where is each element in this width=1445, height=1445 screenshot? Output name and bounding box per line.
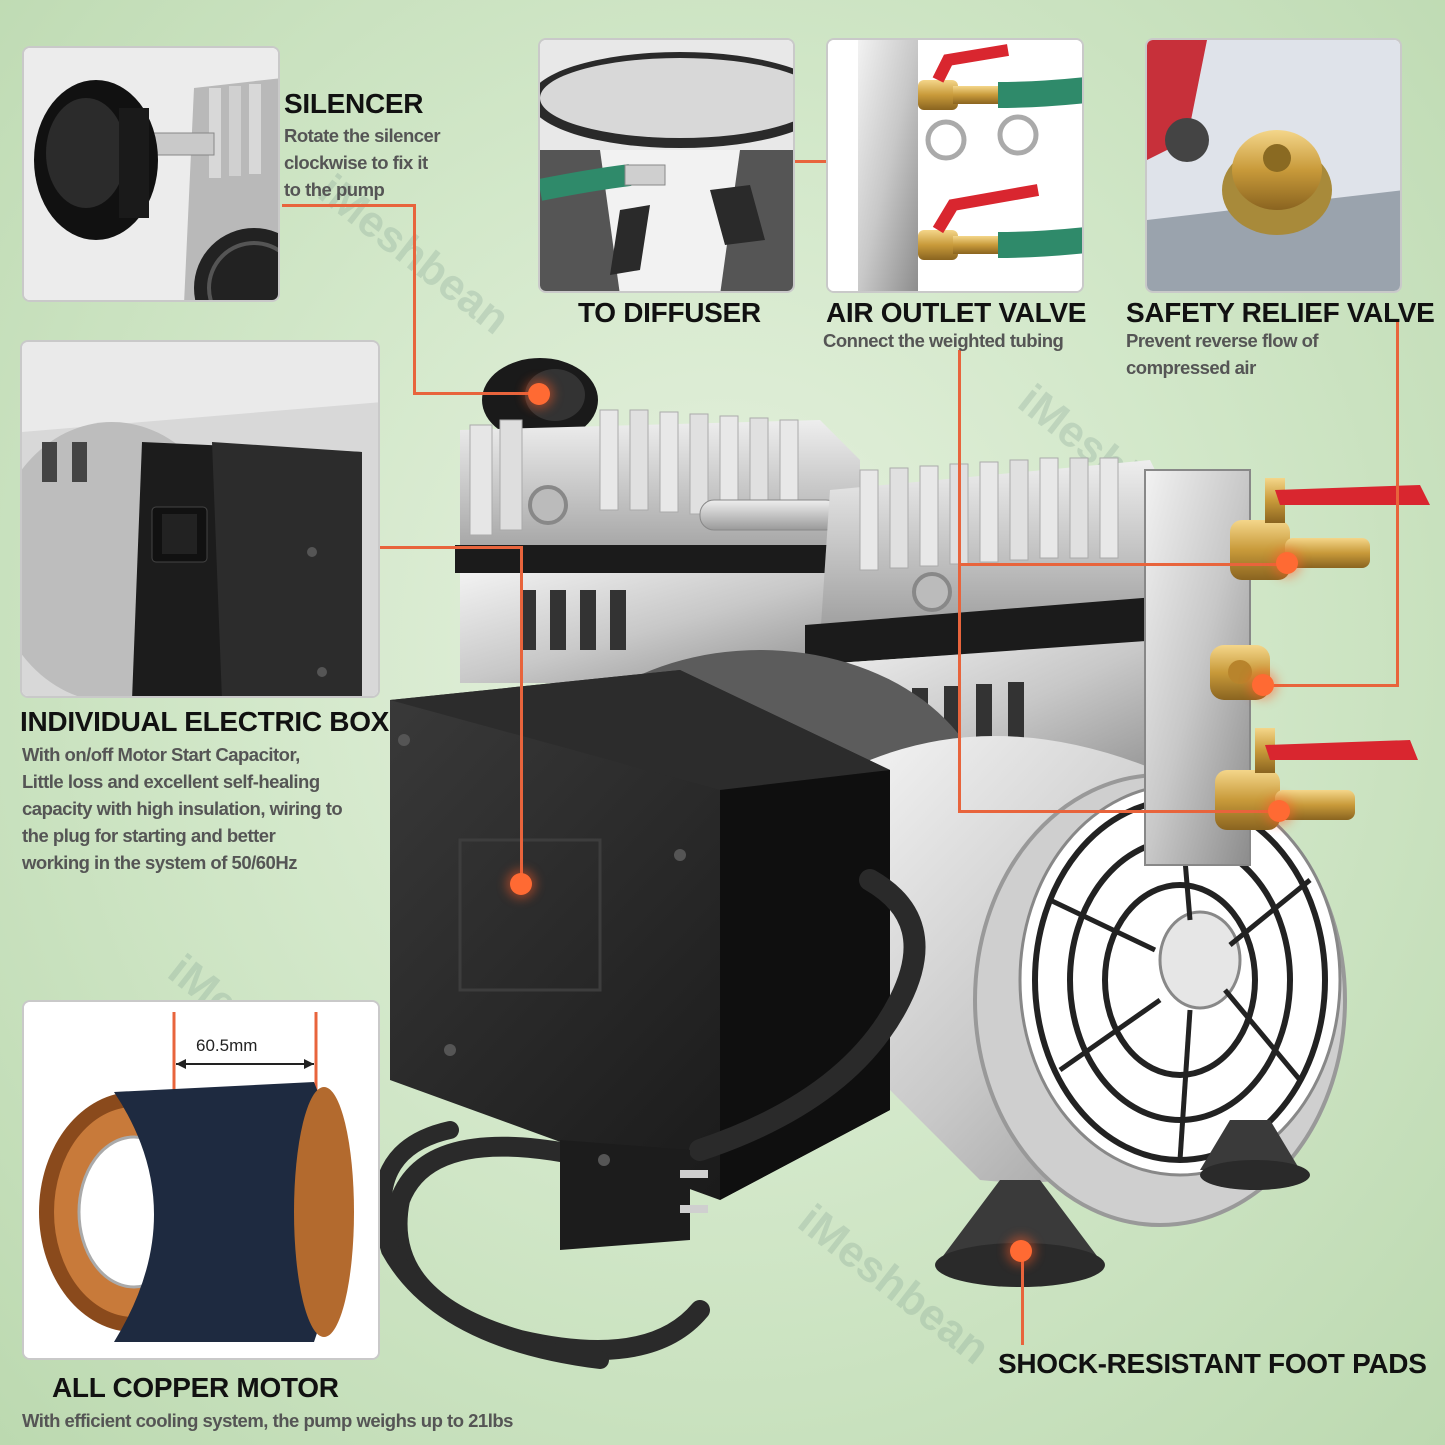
- relief-callout-line: [1262, 684, 1399, 687]
- silencer-callout-line: [282, 204, 414, 207]
- electric-box-desc-line: With on/off Motor Start Capacitor,: [22, 744, 300, 765]
- outlet-desc: Connect the weighted tubing: [823, 330, 1064, 351]
- diffuser-photo: [538, 38, 795, 293]
- outlet-marker: [1276, 552, 1298, 574]
- power-plug: [560, 1140, 708, 1250]
- silencer-callout-line: [413, 204, 416, 394]
- electric-box-desc-line: capacity with high insulation, wiring to: [22, 798, 343, 819]
- motor-desc: With efficient cooling system, the pump …: [22, 1410, 513, 1431]
- electric-box-callout-line: [520, 546, 523, 884]
- diffuser-title: TO DIFFUSER: [578, 297, 761, 328]
- relief-desc-line: compressed air: [1126, 357, 1256, 378]
- silencer-title: SILENCER: [284, 88, 424, 119]
- relief-callout-line: [1396, 320, 1399, 686]
- relief-marker: [1252, 674, 1274, 696]
- relief-desc: Prevent reverse flow of compressed air: [1126, 327, 1319, 381]
- outlet-marker: [1268, 800, 1290, 822]
- electric-box-desc: With on/off Motor Start Capacitor, Littl…: [22, 741, 343, 876]
- outlet-callout-line: [958, 563, 1288, 566]
- outlet-callout-line: [958, 810, 1280, 813]
- electric-box-desc-line: working in the system of 50/60Hz: [22, 852, 297, 873]
- electric-box-title: INDIVIDUAL ELECTRIC BOX: [20, 706, 390, 737]
- outlet-title: AIR OUTLET VALVE: [826, 297, 1087, 328]
- foot-pads: [935, 1120, 1310, 1287]
- relief-desc-line: Prevent reverse flow of: [1126, 330, 1319, 351]
- relief-title: SAFETY RELIEF VALVE: [1126, 297, 1435, 328]
- electric-box-photo: [20, 340, 380, 698]
- foot-pads-title: SHOCK-RESISTANT FOOT PADS: [998, 1348, 1427, 1379]
- silencer-photo: [22, 46, 280, 302]
- motor-title: ALL COPPER MOTOR: [52, 1372, 339, 1403]
- electric-box-marker: [510, 873, 532, 895]
- diffuser-callout-line: [795, 160, 827, 163]
- relief-valve-photo: [1145, 38, 1402, 293]
- outlet-callout-line: [958, 350, 961, 812]
- copper-motor-photo: [22, 1000, 380, 1360]
- foot-pad-marker: [1010, 1240, 1032, 1262]
- fan-guard: [1018, 783, 1342, 1177]
- connecting-pipe: [699, 499, 841, 531]
- silencer-desc: Rotate the silencer clockwise to fix it …: [284, 122, 441, 203]
- silencer-marker: [528, 383, 550, 405]
- silencer-desc-line: Rotate the silencer: [284, 125, 441, 146]
- power-cord: [373, 869, 926, 1369]
- electric-box-callout-line: [380, 546, 522, 549]
- electric-box-desc-line: the plug for starting and better: [22, 825, 276, 846]
- silencer-desc-line: to the pump: [284, 179, 385, 200]
- outlet-valve-photo: [826, 38, 1084, 293]
- electric-box-desc-line: Little loss and excellent self-healing: [22, 771, 320, 792]
- motor-dimension-label: 60.5mm: [196, 1036, 258, 1055]
- foot-pads-callout-line: [1021, 1255, 1024, 1345]
- silencer-callout-line: [413, 392, 538, 395]
- silencer-desc-line: clockwise to fix it: [284, 152, 428, 173]
- electric-box: [390, 670, 890, 1200]
